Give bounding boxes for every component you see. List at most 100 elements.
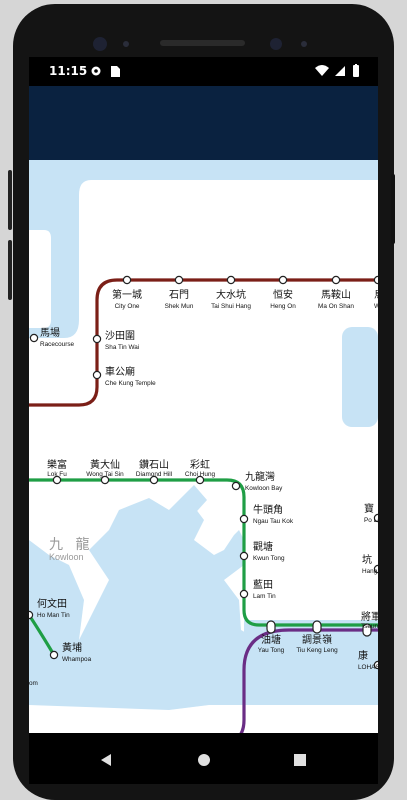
station-name-cn: 恒安	[273, 288, 293, 301]
station-marker	[231, 481, 241, 491]
station-name-cn: 觀塘	[253, 540, 273, 553]
station-name-en: Ho Man Tin	[37, 612, 70, 619]
station-marker	[29, 610, 34, 620]
station-name-cn: 油塘	[261, 633, 281, 646]
station-name-en: Whampoa	[62, 656, 92, 663]
sensor-icon	[301, 41, 307, 47]
district-label: 九 龍 Kowloon	[49, 536, 93, 562]
station-name-cn: 馬場	[40, 326, 60, 339]
station-name-en: Sha Tin Wai	[105, 344, 139, 351]
volume-button	[8, 170, 12, 230]
station-ma-on-shan[interactable]: 馬鞍山 Ma On Shan	[318, 275, 354, 310]
station-name-en: Kwun Tong	[253, 555, 285, 562]
station-name-en: Tseung Kwan O	[361, 623, 378, 630]
station-name-cn: 寶	[364, 502, 374, 515]
sensor-icon	[123, 41, 129, 47]
station-name-en: Lam Tin	[253, 593, 276, 600]
station-name-en: Ma On Shan	[318, 303, 354, 310]
station-wu-kai-sha[interactable]: 烏W	[373, 275, 378, 310]
station-name-cn: 樂富	[47, 458, 67, 471]
station-name-en: Tai Shui Hang	[211, 303, 251, 310]
station-name-en: Hang H	[362, 568, 378, 575]
station-name-en: Che Kung Temple	[105, 380, 156, 387]
station-marker	[278, 275, 288, 285]
station-name-cn: 何文田	[37, 597, 67, 610]
station-partial-om[interactable]: om	[29, 680, 38, 687]
station-name-cn: 鑽石山	[139, 458, 169, 471]
station-marker	[195, 475, 205, 485]
station-name-en: om	[29, 680, 38, 687]
station-name-en: Racecourse	[40, 341, 75, 348]
station-sha-tin-wai[interactable]: 沙田圍 Sha Tin Wai	[92, 330, 139, 351]
station-marker	[239, 514, 249, 524]
station-name-en: Lok Fu	[47, 471, 67, 478]
station-marker	[100, 475, 110, 485]
station-marker	[92, 334, 102, 344]
station-name-cn: 馬鞍山	[321, 288, 351, 301]
volume-button	[8, 240, 12, 300]
wifi-icon	[315, 65, 329, 76]
station-name-en: Yau Tong	[258, 647, 285, 654]
station-marker	[122, 275, 132, 285]
back-icon[interactable]	[99, 753, 113, 767]
station-name-en: Kowloon Bay	[245, 485, 283, 492]
recents-icon[interactable]	[293, 753, 307, 767]
station-name-cn: 黃埔	[62, 641, 82, 654]
station-marker	[92, 370, 102, 380]
interchange-marker	[266, 620, 276, 634]
district-label-cn: 九 龍	[49, 536, 93, 553]
signal-icon	[335, 66, 345, 76]
station-tseung-kwan-o[interactable]: 將軍澳Tseung Kwan O	[361, 610, 378, 637]
station-po-lam[interactable]: 寶Po La	[364, 502, 378, 524]
interchange-marker	[312, 620, 322, 634]
status-bar: 11:15	[29, 57, 378, 86]
station-name-en: LOHAS Pa	[358, 664, 378, 671]
station-marker	[239, 589, 249, 599]
earpiece	[160, 40, 245, 46]
station-name-cn: 第一城	[112, 288, 142, 301]
mtr-map[interactable]: 馬場 Racecourse 沙田圍 Sha Tin Wai 車公廟 Che Kung Te…	[29, 160, 378, 733]
app-bar	[29, 86, 378, 160]
station-racecourse[interactable]: 馬場 Racecourse	[29, 326, 75, 348]
station-marker	[49, 650, 59, 660]
front-sensors	[93, 37, 307, 51]
station-marker	[331, 275, 341, 285]
station-whampoa[interactable]: 黃埔 Whampoa	[49, 641, 92, 663]
station-name-cn: 沙田圍	[105, 330, 135, 342]
station-name-en: Ngau Tau Kok	[253, 518, 294, 525]
station-ho-man-tin[interactable]: 何文田 Ho Man Tin	[29, 597, 70, 620]
station-marker	[52, 475, 62, 485]
station-name-en: Shek Mun	[165, 303, 194, 310]
station-marker	[174, 275, 184, 285]
station-name-en: Choi Hung	[185, 471, 216, 478]
district-label-en: Kowloon	[49, 552, 84, 562]
station-heng-on[interactable]: 恒安 Heng On	[270, 275, 296, 310]
station-name-cn: 車公廟	[105, 365, 135, 378]
station-name-en: Heng On	[270, 303, 296, 310]
station-shek-mun[interactable]: 石門 Shek Mun	[165, 275, 194, 310]
station-che-kung-temple[interactable]: 車公廟 Che Kung Temple	[92, 365, 156, 387]
side-button	[391, 174, 395, 244]
station-marker	[373, 275, 378, 285]
station-marker	[226, 275, 236, 285]
station-name-cn: 石門	[169, 289, 189, 301]
station-name-cn: 將軍澳	[361, 610, 378, 623]
station-marker	[29, 333, 39, 343]
station-name-en: Wong Tai Sin	[86, 471, 124, 478]
gear-icon	[91, 66, 101, 76]
home-icon[interactable]	[197, 753, 211, 767]
sim-card-icon	[111, 66, 120, 77]
station-kwun-tong[interactable]: 觀塘 Kwun Tong	[239, 540, 285, 562]
